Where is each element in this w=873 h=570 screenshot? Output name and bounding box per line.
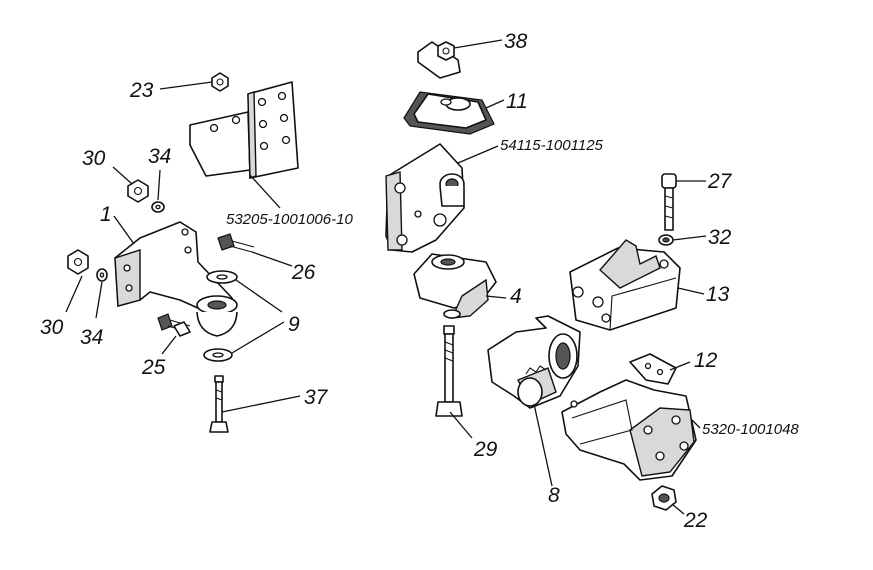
bracket-38 [417, 41, 461, 79]
label-30-lower: 30 [40, 316, 64, 339]
label-27: 27 [707, 170, 733, 193]
label-37: 37 [304, 386, 329, 409]
bolt-37 [209, 375, 229, 433]
nut-30-lower [67, 249, 89, 275]
label-12: 12 [694, 349, 718, 372]
label-32: 32 [708, 226, 732, 249]
washer-9-upper [206, 270, 238, 284]
leader-lines [65, 39, 707, 515]
bracket-13 [569, 239, 681, 331]
bolt-27 [661, 173, 677, 231]
cap-11 [403, 91, 495, 135]
nut-22 [651, 485, 677, 511]
label-13: 13 [706, 283, 730, 306]
housing-8 [487, 315, 581, 409]
bracket-1 [114, 221, 238, 337]
bracket-54115 [385, 143, 465, 253]
label-9: 9 [288, 313, 300, 336]
label-11: 11 [506, 90, 528, 113]
label-22: 22 [683, 509, 708, 532]
label-34-lower: 34 [80, 326, 103, 349]
bolt-26 [217, 233, 255, 253]
label-54115-1001125: 54115-1001125 [500, 137, 604, 154]
washer-34-lower [96, 268, 108, 282]
label-25: 25 [141, 356, 166, 379]
washer-9-lower [203, 348, 233, 362]
label-53205-1001006-10: 53205-1001006-10 [226, 211, 353, 228]
label-29: 29 [473, 438, 498, 461]
cushion-4 [413, 253, 497, 319]
label-1: 1 [100, 203, 112, 226]
label-23: 23 [129, 79, 154, 102]
label-26: 26 [291, 261, 316, 284]
label-30-upper: 30 [82, 147, 106, 170]
pad-12 [629, 353, 677, 385]
label-5320-1001048: 5320-1001048 [702, 421, 799, 438]
nut-23 [211, 72, 229, 92]
bolt-25 [157, 313, 191, 337]
label-34-upper: 34 [148, 145, 171, 168]
label-8: 8 [548, 484, 560, 507]
washer-34-upper [151, 201, 165, 213]
label-38: 38 [504, 30, 528, 53]
nut-30-upper [127, 179, 149, 203]
washer-32 [658, 234, 674, 246]
bracket-5320 [561, 379, 697, 481]
part-labels: 23 53205-1001006-10 30 34 1 30 34 26 9 2… [40, 30, 799, 532]
bolt-29 [435, 325, 463, 417]
bracket-53205 [189, 81, 299, 179]
label-4: 4 [510, 285, 522, 308]
